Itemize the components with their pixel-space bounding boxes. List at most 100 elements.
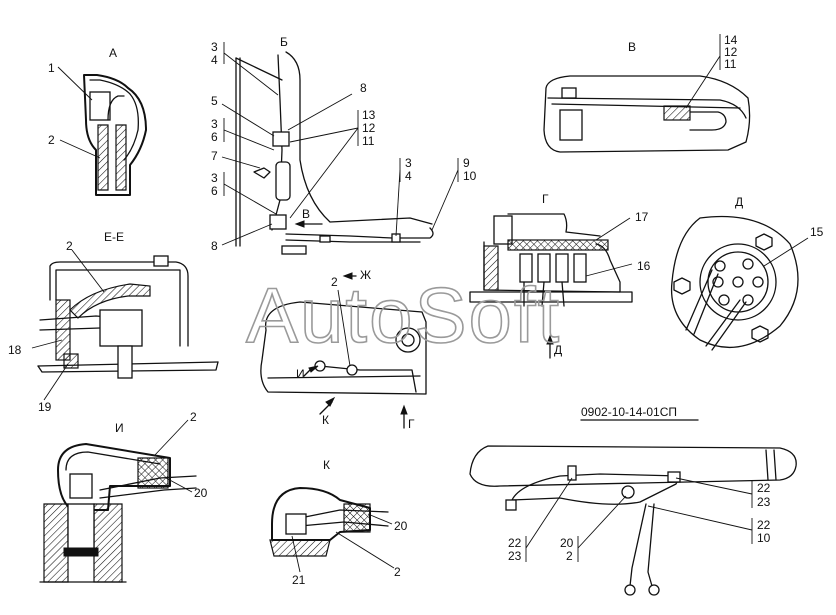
view-b-callout-13: 13 [362, 108, 376, 122]
view-zh-ref-k: К [322, 413, 329, 427]
view-d-pin-5 [718, 294, 730, 306]
view-ee-callout-19: 19 [38, 400, 52, 414]
view-ee-leader-19 [43, 363, 69, 401]
view-i-callout-20: 20 [194, 486, 208, 500]
view-v-title: В [628, 40, 636, 54]
harness-clip-2 [667, 471, 681, 483]
view-zh-ref-g: Г [408, 417, 415, 431]
view-b-harness-horizontal [285, 227, 434, 239]
view-zh-panel-edge [267, 375, 421, 379]
view-b-pillar [285, 51, 433, 225]
view-b-arrow-v-label: В [302, 207, 310, 221]
view-b-bracket [253, 167, 271, 179]
harness-leader-22-23-bottom [525, 477, 573, 549]
view-zh-title: Ж [360, 268, 371, 282]
view-v-callout-12: 12 [724, 45, 738, 59]
view-g-cover-side [493, 215, 513, 245]
view-d-bolt-left [673, 277, 691, 295]
view-v-edge-2 [551, 103, 741, 109]
view-k-mount [269, 539, 331, 557]
harness-callout-22b: 22 [757, 518, 771, 532]
view-b-callout-3d: 3 [405, 156, 412, 170]
view-b-leader-7 [221, 156, 261, 169]
view-b-clip-1 [319, 235, 331, 243]
view-b-callout-10: 10 [463, 169, 477, 183]
harness-callout-22a: 22 [757, 481, 771, 495]
view-v-leader [685, 55, 721, 109]
view-k-leader-21 [291, 535, 301, 573]
view-a-leader-1 [57, 66, 93, 101]
view-b-callout-4a: 4 [211, 53, 218, 67]
harness-callout-23b: 23 [508, 549, 522, 563]
view-b-leader-12-lower [289, 127, 359, 219]
view-b-callout-4b: 4 [405, 169, 412, 183]
view-zh-socket [395, 327, 421, 353]
view-zh-plug-1 [314, 360, 326, 372]
view-zh-panel [260, 301, 427, 395]
harness-callout-10: 10 [757, 531, 771, 545]
view-b-callout-8a: 8 [360, 81, 367, 95]
view-i-leader-2 [153, 419, 189, 457]
harness-plug [621, 485, 635, 499]
view-d-bolt-top [755, 233, 773, 251]
view-k-callout-21: 21 [292, 573, 306, 587]
view-ee-cover-inner [55, 269, 181, 347]
view-b-callout-8b: 8 [211, 239, 218, 253]
view-b-leader-8-bottom [221, 223, 273, 246]
view-zh-wire [319, 365, 417, 393]
view-zh-leader-2 [337, 289, 351, 367]
view-d-bolt-bottom [751, 325, 769, 343]
view-g-cover [507, 213, 601, 237]
view-a-boot [83, 74, 147, 196]
harness-leader-20-2 [577, 495, 627, 549]
view-g-wall-left [483, 245, 499, 291]
view-g-wires [523, 281, 565, 307]
view-g-title: Г [542, 192, 549, 206]
view-d-pin-1 [714, 260, 726, 272]
view-v-callout-14: 14 [724, 33, 738, 47]
view-a-terminal [89, 91, 111, 121]
view-g-arrow-d-head [546, 334, 554, 345]
view-b-callout-9: 9 [463, 156, 470, 170]
view-i-terminal [69, 473, 93, 499]
harness-clip-1 [567, 465, 577, 481]
view-k-callout-2: 2 [394, 565, 401, 579]
view-b-brace [235, 57, 283, 81]
view-a: А 1 2 [48, 46, 147, 196]
view-d-ring-outer [699, 243, 777, 321]
view-b-callout-7: 7 [211, 149, 218, 163]
view-ee-cover [49, 261, 189, 347]
view-ee-terminal-block [99, 309, 143, 347]
view-b-clamp-block [281, 245, 307, 255]
view-b-leader-3-4-right [395, 169, 401, 237]
view-b-cable-main [271, 54, 283, 231]
view-i-sleeve [137, 457, 169, 489]
harness-ring-terminal-1 [624, 584, 636, 596]
view-a-callout-1: 1 [48, 61, 55, 75]
view-b: Б 3 4 8 5 13 12 11 [211, 35, 477, 255]
harness-rail-ring [765, 449, 777, 481]
view-b-callout-5: 5 [211, 94, 218, 108]
view-k-leader-20 [367, 513, 393, 525]
view-zh-plug-2 [346, 364, 358, 376]
harness-frame-rail [469, 445, 797, 487]
harness-ground-wires [629, 503, 655, 587]
view-b-callout-6a: 6 [211, 130, 218, 144]
view-b-connector-upper [272, 131, 290, 147]
view-d-wire-2 [705, 299, 747, 351]
view-g-gasket [507, 239, 609, 251]
view-zh-callout-2: 2 [331, 275, 338, 289]
view-b-leader-3-6-lower [223, 183, 277, 215]
view-ee-title: Е-Е [104, 230, 124, 244]
view-v: В 14 12 11 [543, 33, 751, 153]
view-i-boot-inner [65, 451, 161, 471]
view-b-callout-3c: 3 [211, 171, 218, 185]
view-g-leader-16 [585, 263, 633, 277]
view-zh: Ж 2 И К Г [260, 268, 427, 431]
harness-callout-20: 20 [560, 536, 574, 550]
view-zh-ref-i: И [296, 367, 305, 381]
view-zh-arrow-i-line [303, 369, 311, 377]
view-ee-cap [153, 255, 169, 267]
view-d-flange [670, 215, 799, 349]
view-a-wire [107, 95, 125, 121]
